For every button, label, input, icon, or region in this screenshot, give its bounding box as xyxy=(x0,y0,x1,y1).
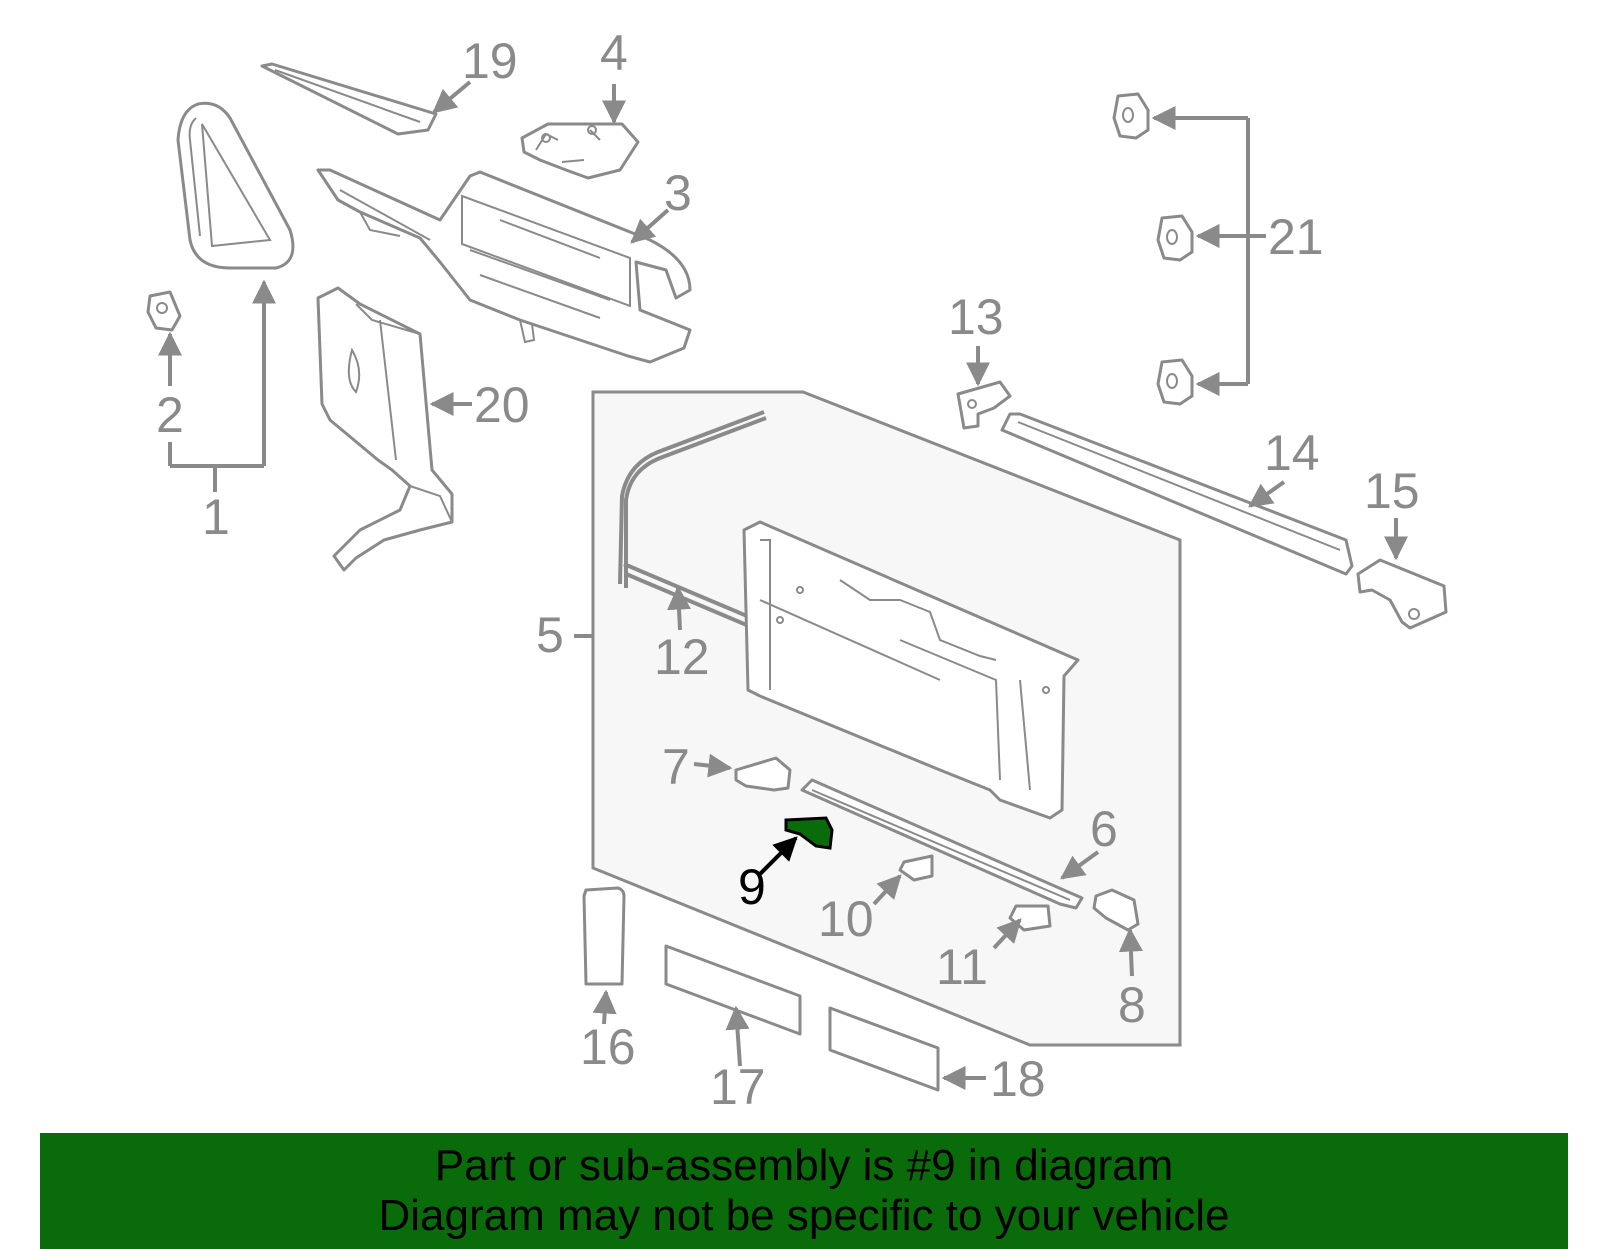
banner-line-2: Diagram may not be specific to your vehi… xyxy=(378,1191,1230,1240)
callout-12: 12 xyxy=(654,629,710,685)
parts-diagram: 1 2 3 4 5 6 7 8 9 10 11 12 13 14 15 16 1… xyxy=(146,25,1448,1115)
callout-13: 13 xyxy=(948,289,1004,345)
part-19-strip xyxy=(260,62,438,136)
callout-11: 11 xyxy=(936,939,988,995)
part-9-highlighted xyxy=(784,816,834,850)
part-6-strip xyxy=(800,778,1084,910)
callout-10: 10 xyxy=(818,891,874,947)
callout-2: 2 xyxy=(156,387,184,443)
callout-6: 6 xyxy=(1090,801,1118,857)
part-15-bracket xyxy=(1356,558,1448,630)
part-14-rail xyxy=(1000,412,1354,576)
callout-14: 14 xyxy=(1264,425,1320,481)
callout-3: 3 xyxy=(664,165,692,221)
part-8-bracket xyxy=(1092,888,1140,932)
part-1-seal xyxy=(176,101,295,270)
callout-17: 17 xyxy=(710,1059,766,1115)
callout-16: 16 xyxy=(580,1019,636,1075)
part-21-clips xyxy=(1112,92,1194,406)
callout-18: 18 xyxy=(990,1051,1046,1107)
callout-7: 7 xyxy=(662,739,690,795)
callout-19: 19 xyxy=(462,33,518,89)
callout-9: 9 xyxy=(738,859,766,915)
banner-line-1: Part or sub-assembly is #9 in diagram xyxy=(434,1141,1174,1190)
callout-8: 8 xyxy=(1118,977,1146,1033)
part-20-duct xyxy=(316,286,454,572)
callout-15: 15 xyxy=(1364,463,1420,519)
callout-4: 4 xyxy=(600,25,628,81)
part-13-bracket xyxy=(956,380,1012,430)
callout-5: 5 xyxy=(536,607,564,663)
part-17-panel xyxy=(664,944,802,1036)
part-back-panel xyxy=(742,520,1080,820)
callout-labels: 1 2 3 4 5 6 7 8 9 10 11 12 13 14 15 16 1… xyxy=(156,25,1420,1115)
part-4-bracket xyxy=(520,122,640,180)
part-2-clip xyxy=(146,290,182,332)
callout-1: 1 xyxy=(202,489,230,545)
part-18-panel xyxy=(828,1006,940,1092)
part-10-clip xyxy=(898,854,934,882)
info-banner: Part or sub-assembly is #9 in diagram Di… xyxy=(40,1133,1568,1249)
callout-21: 21 xyxy=(1268,209,1324,265)
leader-lines xyxy=(158,80,1408,1090)
part-16-panel xyxy=(582,886,626,986)
part-7-bracket xyxy=(734,756,792,792)
callout-20: 20 xyxy=(474,377,530,433)
